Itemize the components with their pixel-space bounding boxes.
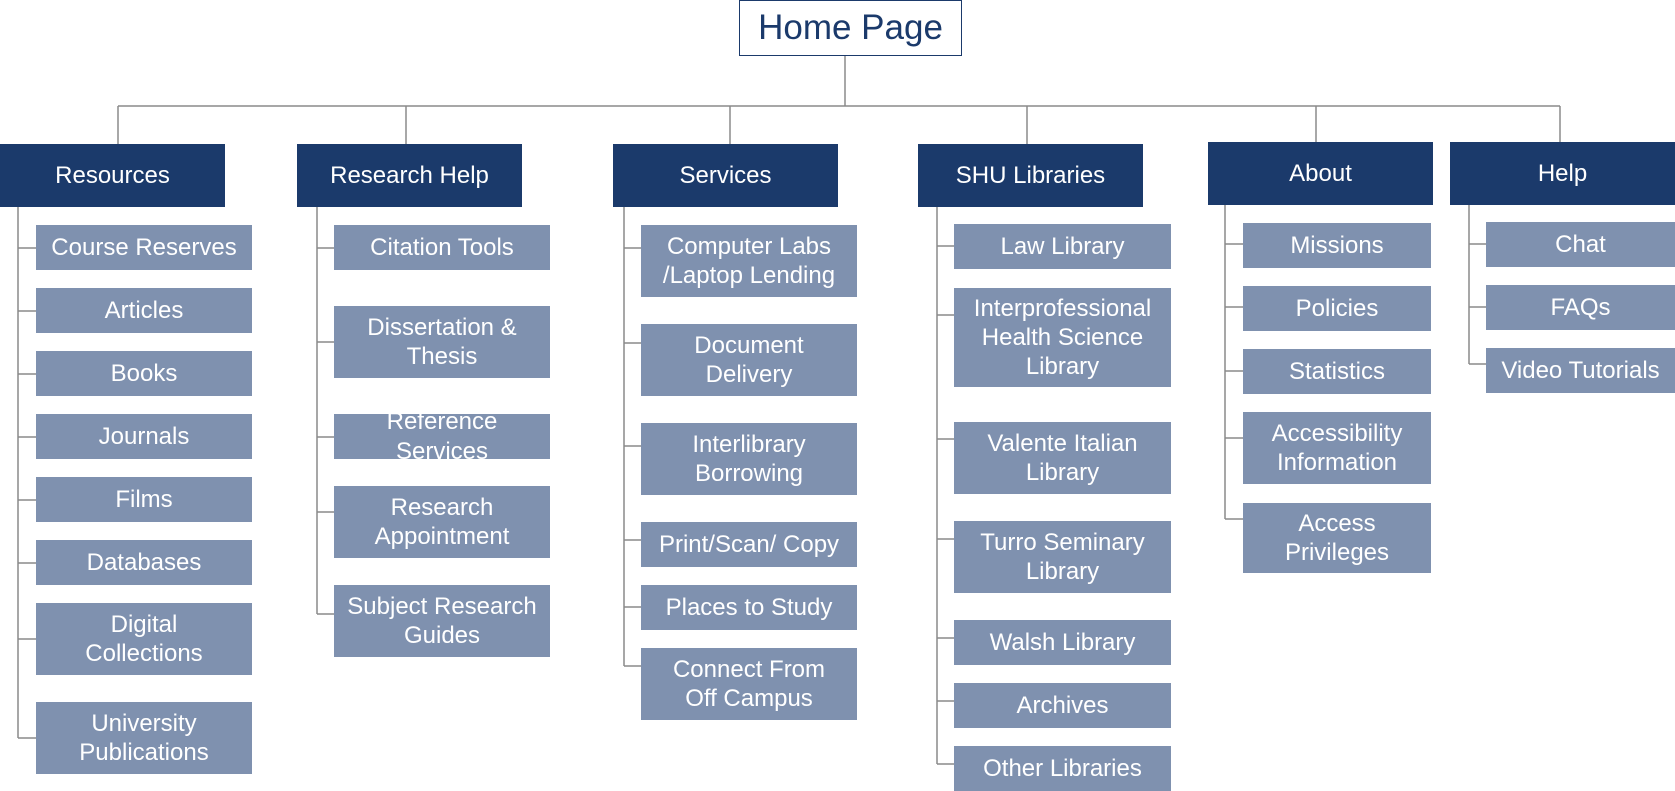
node-places-to-study[interactable]: Places to Study [641,585,857,630]
node-faqs[interactable]: FAQs [1486,285,1675,330]
node-chat[interactable]: Chat [1486,222,1675,267]
node-journals[interactable]: Journals [36,414,252,459]
node-archives[interactable]: Archives [954,683,1171,728]
node-citation-tools[interactable]: Citation Tools [334,225,550,270]
node-research-appointment[interactable]: Research Appointment [334,486,550,558]
node-other-libraries[interactable]: Other Libraries [954,746,1171,791]
node-films[interactable]: Films [36,477,252,522]
node-valente-italian-library[interactable]: Valente Italian Library [954,422,1171,494]
section-help[interactable]: Help [1450,142,1675,205]
node-articles[interactable]: Articles [36,288,252,333]
node-university-publications[interactable]: University Publications [36,702,252,774]
node-databases[interactable]: Databases [36,540,252,585]
node-video-tutorials[interactable]: Video Tutorials [1486,348,1675,393]
node-accessibility-information[interactable]: Accessibility Information [1243,412,1431,484]
section-resources[interactable]: Resources [0,144,225,207]
section-about[interactable]: About [1208,142,1433,205]
node-connect-from-off-campus[interactable]: Connect From Off Campus [641,648,857,720]
node-access-privileges[interactable]: Access Privileges [1243,503,1431,573]
node-interprofessional-health-science-library[interactable]: Interprofessional Health Science Library [954,288,1171,387]
node-interlibrary-borrowing[interactable]: Interlibrary Borrowing [641,423,857,495]
section-shu-libraries[interactable]: SHU Libraries [918,144,1143,207]
node-statistics[interactable]: Statistics [1243,349,1431,394]
node-walsh-library[interactable]: Walsh Library [954,620,1171,665]
node-policies[interactable]: Policies [1243,286,1431,331]
node-law-library[interactable]: Law Library [954,224,1171,269]
node-dissertation-thesis[interactable]: Dissertation & Thesis [334,306,550,378]
node-reference-services[interactable]: Reference Services [334,408,550,465]
node-computer-labs[interactable]: Computer Labs /Laptop Lending [641,225,857,297]
node-document-delivery[interactable]: Document Delivery [641,324,857,396]
node-course-reserves[interactable]: Course Reserves [36,225,252,270]
section-services[interactable]: Services [613,144,838,207]
node-subject-research-guides[interactable]: Subject Research Guides [334,585,550,657]
node-books[interactable]: Books [36,351,252,396]
home-page-node[interactable]: Home Page [739,0,962,56]
node-print-scan-copy[interactable]: Print/Scan/ Copy [641,522,857,567]
node-missions[interactable]: Missions [1243,223,1431,268]
node-turro-seminary-library[interactable]: Turro Seminary Library [954,521,1171,593]
section-research-help[interactable]: Research Help [297,144,522,207]
node-digital-collections[interactable]: Digital Collections [36,603,252,675]
